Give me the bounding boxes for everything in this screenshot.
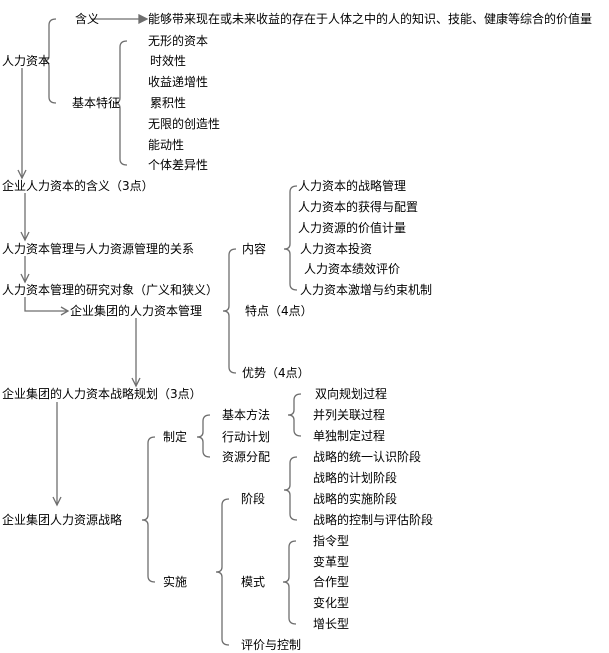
node-enterprise-meaning: 企业人力资本的含义（3点） (2, 179, 154, 193)
arrowhead-icon (52, 496, 62, 507)
stage-item: 战略的实施阶段 (313, 492, 398, 506)
node-content: 内容 (242, 242, 267, 256)
arrow-line (24, 297, 68, 312)
brace (283, 456, 298, 521)
feature-item: 收益递增性 (148, 75, 209, 89)
node-mode: 模式 (241, 575, 266, 589)
arrowhead-icon (131, 377, 141, 388)
feature-item: 个体差异性 (148, 158, 209, 172)
brace (222, 248, 237, 374)
node-evaluation: 评价与控制 (241, 638, 302, 652)
arrowhead-icon (20, 273, 30, 284)
mode-item: 变革型 (313, 555, 350, 569)
node-basic-features: 基本特征 (72, 96, 121, 110)
mode-item: 增长型 (313, 617, 350, 631)
content-item: 人力资本绩效评价 (304, 262, 401, 276)
brace (287, 393, 302, 437)
brace (196, 414, 211, 458)
brace (113, 40, 128, 166)
content-item: 人力资本的获得与配置 (298, 200, 419, 214)
node-stage: 阶段 (241, 492, 266, 506)
feature-item: 累积性 (150, 96, 187, 110)
node-meaning: 含义 (75, 12, 100, 26)
mode-item: 指令型 (313, 534, 350, 548)
node-features: 特点（4点） (245, 304, 313, 318)
arrowhead-icon (17, 169, 27, 180)
feature-item: 时效性 (150, 54, 187, 68)
node-hr-strategy: 企业集团人力资源战略 (2, 513, 123, 527)
feature-item: 能动性 (148, 138, 185, 152)
method-item: 并列关联过程 (313, 408, 386, 422)
content-item: 人力资本投资 (300, 242, 373, 256)
node-advantages: 优势（4点） (242, 366, 310, 380)
feature-item: 无限的创造性 (148, 117, 221, 131)
formulation-item: 基本方法 (222, 408, 271, 422)
node-strategic-planning: 企业集团的人力资本战略规划（3点） (2, 387, 202, 401)
node-human-capital: 人力资本 (2, 54, 51, 68)
node-relation: 人力资本管理与人力资源管理的关系 (2, 242, 195, 256)
brace (141, 436, 156, 583)
content-item: 人力资本的战略管理 (298, 179, 407, 193)
feature-item: 无形的资本 (148, 34, 209, 48)
method-item: 单独制定过程 (313, 429, 386, 443)
node-group-management: 企业集团的人力资本管理 (70, 304, 203, 318)
brace (215, 498, 230, 646)
formulation-item: 行动计划 (222, 430, 271, 444)
content-item: 人力资源的价值计量 (298, 221, 407, 235)
arrowhead-icon (138, 13, 149, 25)
stage-item: 战略的控制与评估阶段 (313, 513, 434, 527)
mode-item: 变化型 (313, 596, 350, 610)
stage-item: 战略的统一认识阶段 (313, 450, 422, 464)
stage-item: 战略的计划阶段 (313, 471, 398, 485)
brace (282, 540, 297, 625)
node-implementation: 实施 (163, 575, 188, 589)
node-meaning-text: 能够带来现在或未来收益的存在于人体之中的人的知识、技能、健康等综合的价值量 (148, 12, 593, 26)
brace (42, 18, 57, 104)
arrowhead-icon (60, 306, 70, 316)
node-research-object: 人力资本管理的研究对象（广义和狭义） (2, 283, 219, 297)
node-formulation: 制定 (163, 430, 188, 444)
formulation-item: 资源分配 (222, 450, 271, 464)
brace (283, 185, 298, 291)
content-item: 人力资本激增与约束机制 (300, 283, 433, 297)
arrowhead-icon (20, 231, 30, 242)
method-item: 双向规划过程 (315, 387, 388, 401)
mode-item: 合作型 (313, 575, 350, 589)
